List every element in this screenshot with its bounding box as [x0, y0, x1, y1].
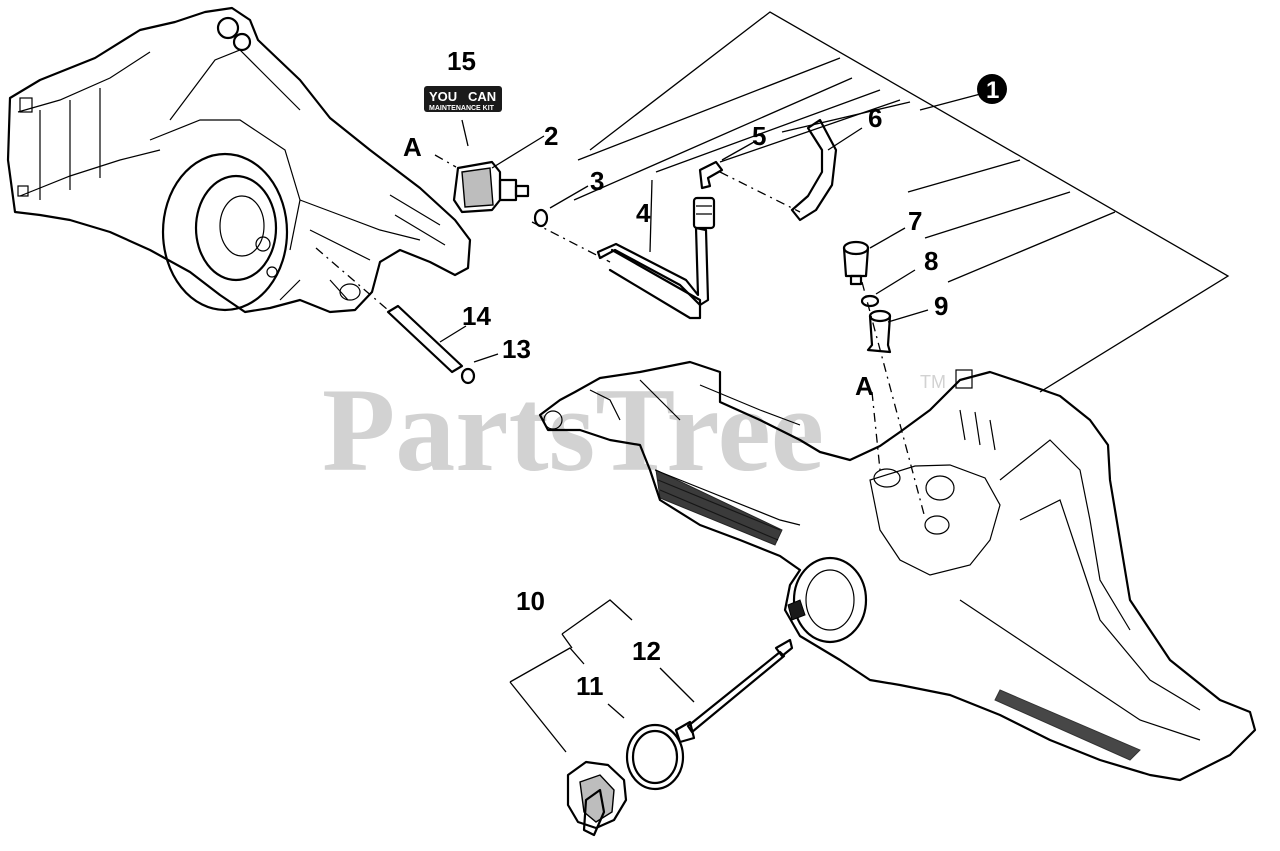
watermark-tm: TM — [920, 372, 946, 392]
ref-a-top: A — [403, 132, 422, 162]
callout-11: 11 — [576, 671, 604, 701]
watermark: PartsTree TM — [322, 363, 946, 496]
o-ring-3[interactable] — [533, 208, 549, 228]
bushing[interactable] — [866, 309, 892, 354]
callout-9: 9 — [934, 291, 948, 321]
pin[interactable] — [386, 304, 464, 374]
badge-kit: MAINTENANCE KIT — [429, 105, 495, 112]
tank-housing[interactable] — [538, 360, 1257, 782]
fuel-filter[interactable] — [452, 160, 530, 214]
o-ring-8[interactable] — [860, 294, 880, 308]
badge-you: YOU — [429, 89, 457, 104]
callout-14: 14 — [462, 301, 491, 331]
callout-1: 1 — [986, 77, 999, 104]
you-can-badge: YOU CAN MAINTENANCE KIT — [424, 86, 502, 112]
ref-a-mid: A — [855, 371, 874, 401]
fuel-line[interactable] — [596, 196, 716, 320]
callout-2: 2 — [544, 121, 558, 151]
callout-13: 13 — [502, 334, 531, 364]
engine-crankcase[interactable] — [6, 6, 472, 314]
elbow-fitting[interactable] — [698, 160, 724, 190]
callout-12: 12 — [632, 636, 661, 666]
tank-vent[interactable] — [842, 240, 870, 286]
callout-8: 8 — [924, 246, 938, 276]
alignment-lines — [315, 154, 926, 519]
callout-15: 15 — [447, 46, 476, 76]
o-ring-13[interactable] — [460, 367, 476, 385]
callout-6: 6 — [868, 103, 882, 133]
leader-lines — [439, 11, 1230, 753]
callout-1-marker: 1 — [977, 74, 1007, 104]
fuel-cap[interactable] — [566, 760, 628, 837]
callout-7: 7 — [908, 206, 922, 236]
badge-can: CAN — [468, 89, 496, 104]
vent-hose[interactable] — [790, 118, 838, 222]
callout-10: 10 — [516, 586, 545, 616]
tie-rod[interactable] — [674, 638, 794, 744]
callout-3: 3 — [590, 166, 604, 196]
callout-5: 5 — [752, 121, 766, 151]
gasket-ring[interactable] — [625, 723, 685, 791]
callout-4: 4 — [636, 198, 651, 228]
